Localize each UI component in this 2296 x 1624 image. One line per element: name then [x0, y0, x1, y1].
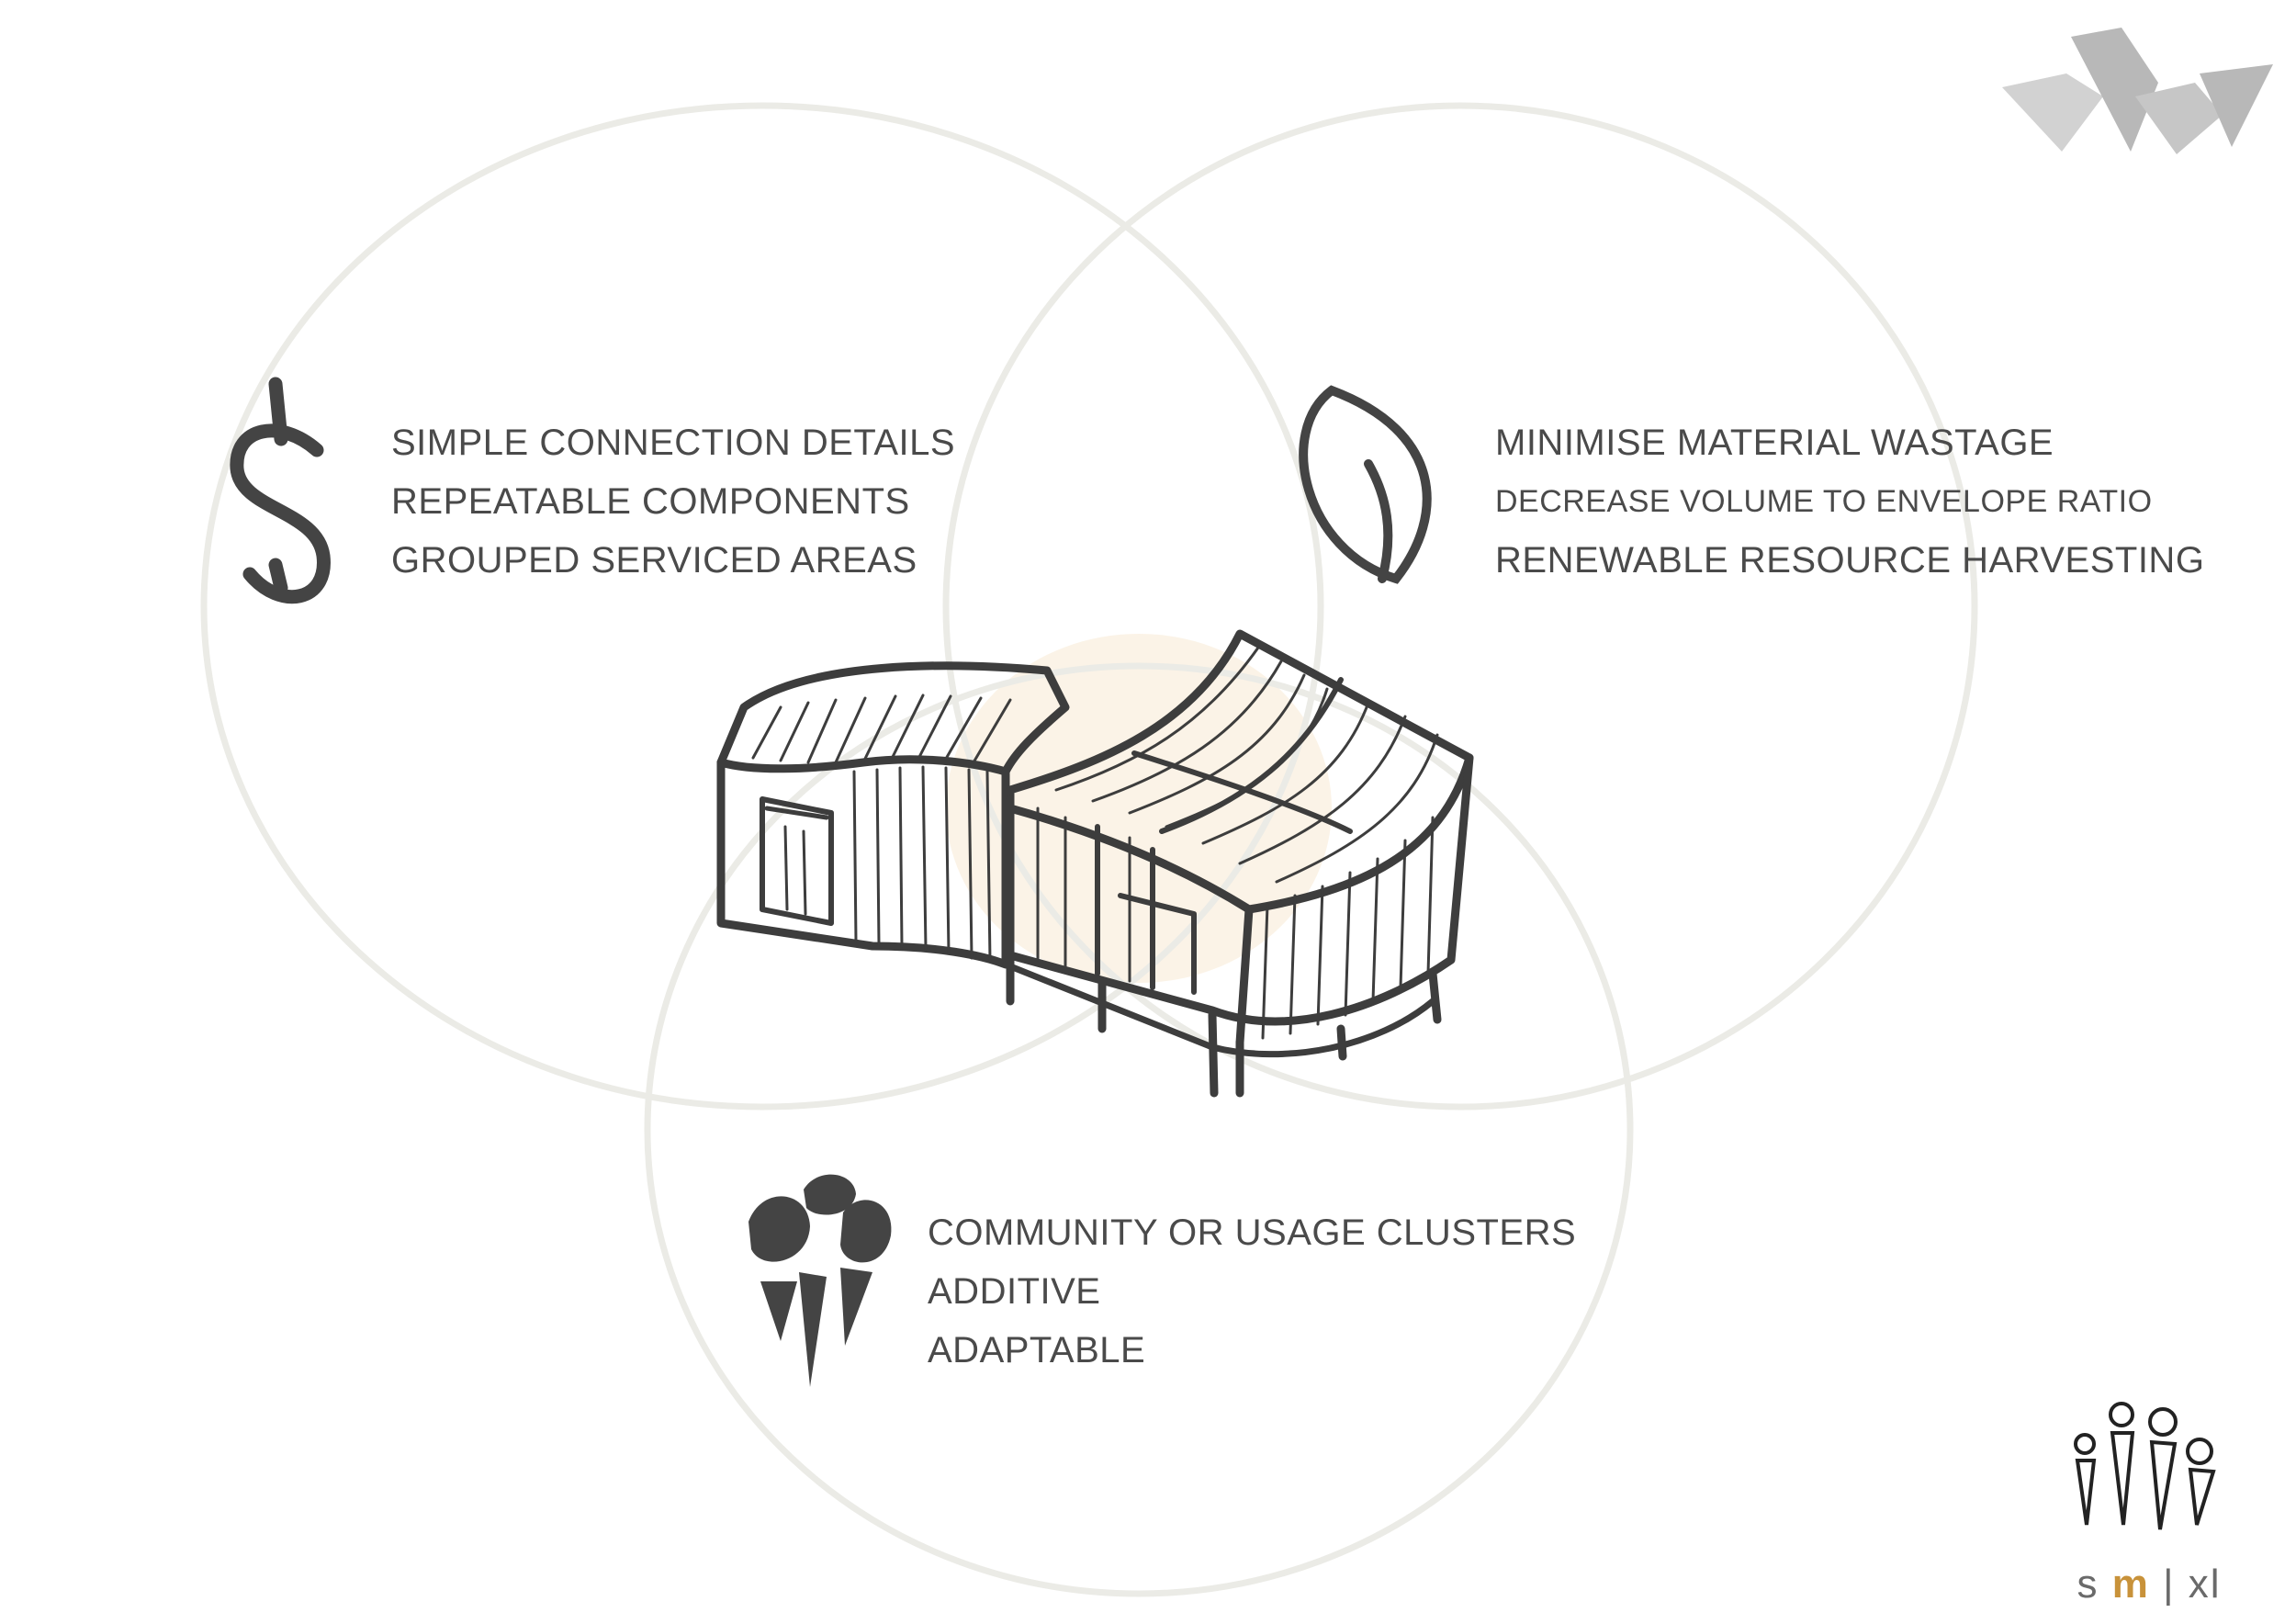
people-cluster-icon — [748, 1174, 892, 1387]
cost-line-2: REPEATABLE COMPONENTS — [391, 481, 910, 522]
smxl-figures-logo-icon — [2074, 1402, 2216, 1530]
cost-line-1: SIMPLE CONNECTION DETAILS — [391, 423, 956, 463]
social-line-3: ADAPTABLE — [928, 1330, 1146, 1370]
cost-line-3: GROUPED SERVICED AREAS — [391, 540, 917, 581]
social-line-1: COMMUNITY OR USAGE CLUSTERS — [928, 1212, 1577, 1253]
venn-circles — [200, 102, 1978, 1597]
brand-m: m — [2111, 1562, 2150, 1607]
brand-separator: | — [2163, 1562, 2176, 1607]
brand-s: s — [2077, 1562, 2099, 1607]
environment-line-1: MINIMISE MATERIAL WASTAGE — [1495, 423, 2054, 463]
venn-circle-environment — [942, 102, 1978, 1111]
social-line-2: ADDITIVE — [928, 1271, 1101, 1312]
social-strategies: COMMUNITY OR USAGE CLUSTERS ADDITIVE ADA… — [928, 1203, 1576, 1380]
wave-logo-icon — [2002, 28, 2273, 154]
building-sketch-icon — [716, 629, 1474, 1098]
smxl-brand-text: s m | xl — [2066, 1562, 2232, 1607]
venn-circle-social — [644, 662, 1634, 1597]
environment-line-2: DECREASE VOLUME TO ENVELOPE RATIO — [1495, 484, 2153, 519]
cost-strategies: SIMPLE CONNECTION DETAILS REPEATABLE COM… — [391, 413, 955, 590]
environment-strategies: MINIMISE MATERIAL WASTAGE DECREASE VOLUM… — [1495, 413, 2204, 590]
venn-circle-cost — [200, 102, 1324, 1111]
environment-line-3: RENEWABLE RESOURCE HARVESTING — [1495, 540, 2205, 581]
dollar-icon — [230, 377, 331, 604]
leaf-icon — [1299, 385, 1432, 584]
brand-xl: xl — [2188, 1562, 2222, 1607]
